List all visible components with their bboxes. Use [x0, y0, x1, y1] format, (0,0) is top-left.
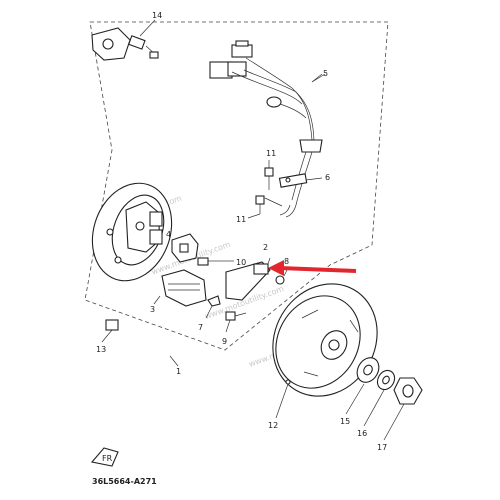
label-17: 17 — [377, 443, 387, 452]
part-5-wire-harness — [209, 40, 323, 218]
label-1: 1 — [176, 367, 181, 376]
label-7: 7 — [198, 323, 203, 332]
part-14-sensor — [91, 19, 159, 61]
label-4: 4 — [166, 230, 171, 239]
label-16: 16 — [357, 429, 367, 438]
label-5: 5 — [323, 69, 328, 78]
part-4-pickup-coil — [171, 233, 199, 263]
part-17-nut — [383, 377, 423, 441]
part-16-washer — [363, 369, 396, 427]
part-13-bolt — [101, 319, 119, 343]
part-7-clip — [205, 295, 221, 319]
label-6: 6 — [325, 173, 330, 182]
label-10: 10 — [236, 258, 246, 267]
label-15: 15 — [340, 417, 350, 426]
label-2: 2 — [263, 243, 268, 252]
label-13: 13 — [96, 345, 106, 354]
part-6-clamp — [278, 173, 323, 188]
leader-lines — [169, 73, 326, 367]
part-11-screws — [247, 160, 283, 219]
part-15-washer — [345, 357, 380, 415]
label-8: 8 — [284, 257, 289, 266]
front-badge-label: FR — [102, 454, 113, 463]
drawing-code: 36L5664-A271 — [92, 477, 157, 486]
part-2-pulser-coil — [225, 257, 271, 301]
part-10-screw — [197, 257, 234, 266]
part-number-labels: 14 5 6 11 11 2 8 4 10 3 7 9 13 1 12 15 1… — [96, 11, 387, 452]
part-1-stator-plate — [91, 182, 173, 282]
front-arrow-icon: FR — [90, 447, 119, 467]
part-9-screw — [225, 311, 247, 333]
part-12-flywheel-rotor — [272, 283, 378, 419]
red-indicator-arrow — [268, 260, 357, 276]
label-3: 3 — [150, 305, 155, 314]
label-9: 9 — [222, 337, 227, 346]
label-11-lower: 11 — [236, 215, 246, 224]
label-12: 12 — [268, 421, 278, 430]
label-11-upper: 11 — [266, 149, 276, 158]
part-3-coil — [153, 269, 207, 307]
label-14: 14 — [152, 11, 162, 20]
